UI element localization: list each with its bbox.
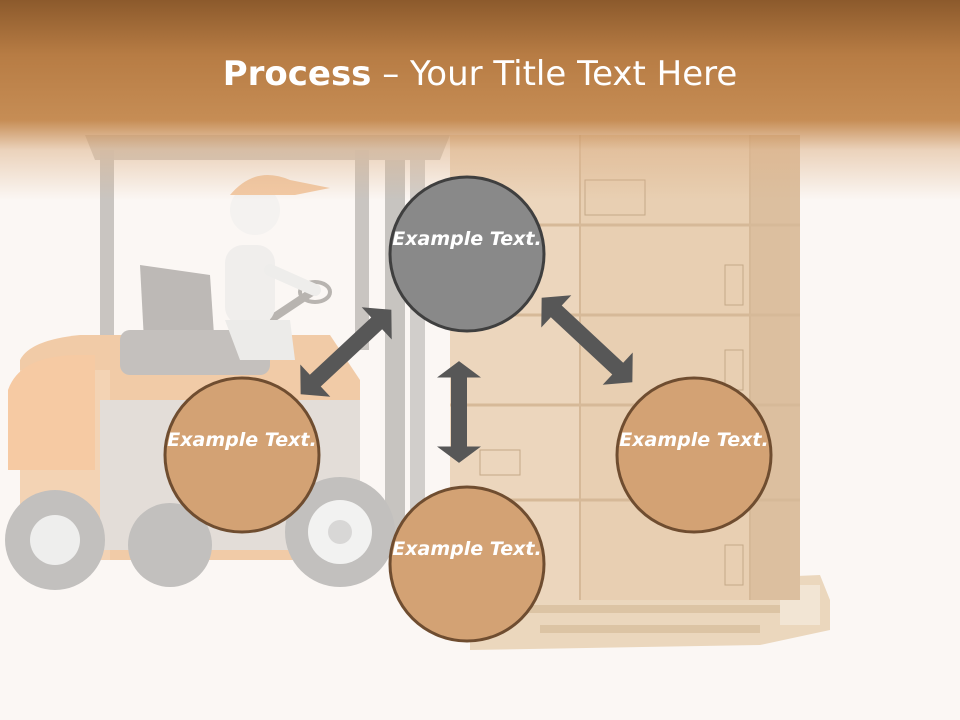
process-node-top[interactable] xyxy=(388,175,546,333)
title-rest-part: – Your Title Text Here xyxy=(371,54,738,94)
title-bold-part: Process xyxy=(222,54,372,94)
process-node-top-label: Example Text. xyxy=(392,228,542,250)
double-arrow-icon xyxy=(285,293,407,411)
process-node-right-label: Example Text. xyxy=(619,429,769,451)
double-arrow-icon xyxy=(526,281,648,399)
process-node-left[interactable] xyxy=(163,376,321,534)
process-node-right[interactable] xyxy=(615,376,773,534)
title-band xyxy=(0,0,960,200)
slide-title[interactable]: Process – Your Title Text Here xyxy=(0,52,960,96)
process-node-bottom[interactable] xyxy=(388,485,546,643)
process-node-bottom-label: Example Text. xyxy=(392,538,542,560)
process-node-left-label: Example Text. xyxy=(167,429,317,451)
double-arrow-icon xyxy=(437,361,481,463)
